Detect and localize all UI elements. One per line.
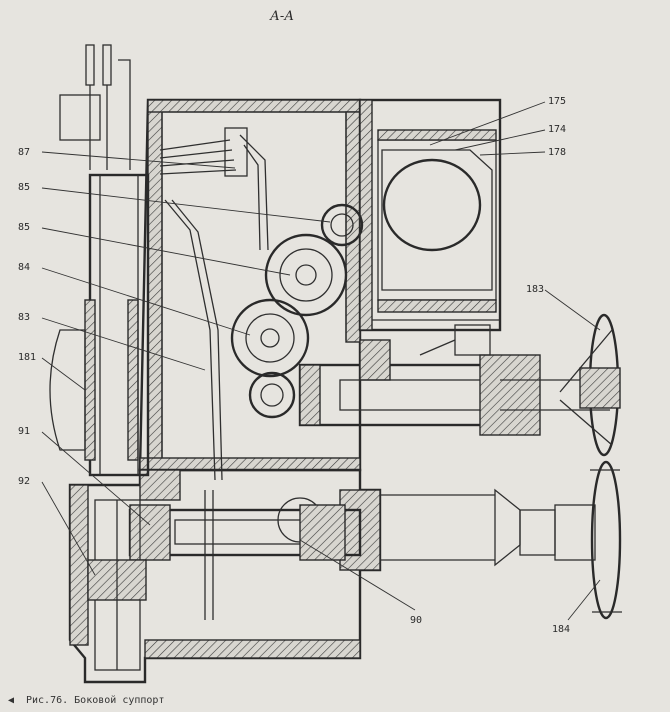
- vertical-screw: [87, 499, 147, 671]
- bottom-housing: [68, 468, 382, 684]
- callout-labels: 175 174 178 87 85 85 84 83 181 91 92 183…: [18, 96, 570, 635]
- callout-174: 174: [548, 124, 566, 135]
- figure-caption: ◀ Рис.76. Боковой суппорт: [8, 694, 164, 706]
- callout-85-upper: 85: [18, 182, 30, 193]
- callout-184: 184: [552, 624, 570, 635]
- caption-marker: ◀: [8, 695, 14, 706]
- callout-85-lower: 85: [18, 222, 30, 233]
- callout-183: 183: [526, 284, 544, 295]
- handwheel-183: [559, 313, 621, 457]
- main-housing: [138, 98, 362, 472]
- upper-shaft: [298, 324, 610, 436]
- caption-text: Рис.76. Боковой суппорт: [26, 694, 164, 706]
- callout-92: 92: [18, 476, 30, 487]
- callout-84: 84: [18, 262, 30, 273]
- callout-90: 90: [410, 615, 422, 626]
- callout-87: 87: [18, 147, 30, 158]
- leader-lines: [41, 101, 601, 621]
- callout-178: 178: [548, 147, 566, 158]
- lower-shaft: [128, 488, 596, 567]
- callout-91: 91: [18, 426, 30, 437]
- handwheel-184: [590, 460, 622, 620]
- callout-83: 83: [18, 312, 30, 323]
- section-title: А-А: [269, 9, 294, 24]
- callout-181: 181: [18, 352, 36, 363]
- callout-175: 175: [548, 96, 566, 107]
- slide-housing: [358, 98, 502, 332]
- left-column: [49, 173, 150, 477]
